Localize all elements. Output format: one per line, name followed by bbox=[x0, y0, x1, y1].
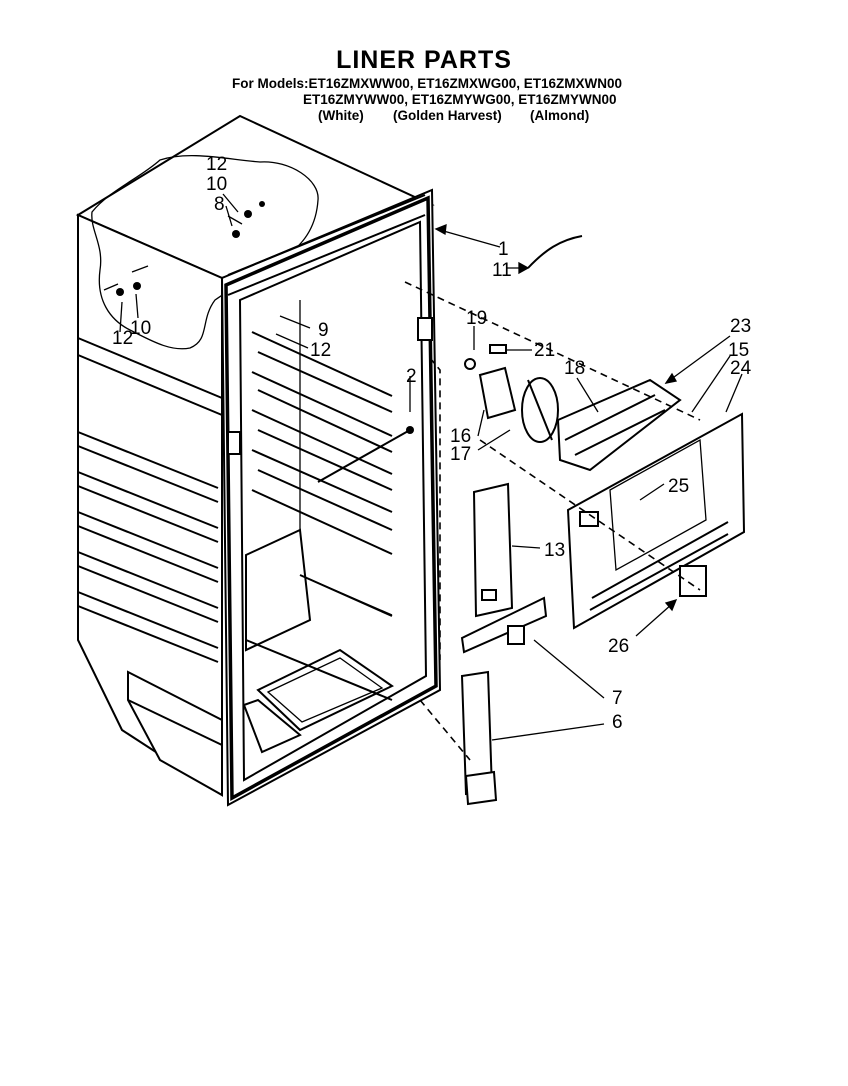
callout-23: 23 bbox=[730, 316, 751, 337]
color-white: (White) bbox=[318, 108, 364, 123]
callout-2: 2 bbox=[406, 366, 417, 387]
bracket-7-part bbox=[460, 596, 548, 654]
air-duct-part bbox=[556, 378, 682, 472]
callout-19: 19 bbox=[466, 308, 487, 329]
fan-motor-assembly bbox=[464, 344, 559, 443]
callout-15: 15 bbox=[728, 340, 749, 361]
callout-12-shelf: 12 bbox=[310, 340, 331, 361]
callout-21: 21 bbox=[534, 340, 555, 361]
callout-17: 17 bbox=[450, 444, 471, 465]
callout-6: 6 bbox=[612, 712, 623, 733]
color-golden-harvest: (Golden Harvest) bbox=[393, 108, 502, 123]
callout-18: 18 bbox=[564, 358, 585, 379]
panel-13-part bbox=[472, 482, 514, 618]
callout-12-top: 12 bbox=[206, 154, 227, 175]
evaporator-cover-part bbox=[566, 412, 746, 630]
callout-10-top: 10 bbox=[206, 174, 227, 195]
models-line-2: ET16ZMYWW00, ET16ZMYWG00, ET16ZMYWN00 bbox=[303, 92, 617, 107]
callout-25: 25 bbox=[668, 476, 689, 497]
page-title: LINER PARTS bbox=[336, 46, 512, 74]
callout-labels: 1 2 6 7 8 9 10 10 11 12 12 12 13 15 16 1… bbox=[112, 154, 752, 733]
callout-9: 9 bbox=[318, 320, 329, 341]
wire-harness-part bbox=[527, 235, 583, 269]
callout-26: 26 bbox=[608, 636, 629, 657]
callout-12-left: 12 bbox=[112, 328, 133, 349]
liner-cabinet bbox=[75, 114, 442, 807]
callout-13: 13 bbox=[544, 540, 565, 561]
callout-24: 24 bbox=[730, 358, 752, 379]
callout-10-left: 10 bbox=[130, 318, 151, 339]
callout-8: 8 bbox=[214, 194, 225, 215]
callout-1: 1 bbox=[498, 239, 509, 260]
cover-6-part bbox=[460, 670, 498, 806]
callout-16: 16 bbox=[450, 426, 471, 447]
models-line-1: For Models:ET16ZMXWW00, ET16ZMXWG00, ET1… bbox=[232, 76, 623, 91]
callout-7: 7 bbox=[612, 688, 623, 709]
color-almond: (Almond) bbox=[530, 108, 590, 123]
thermostat-capillary-part bbox=[317, 429, 411, 483]
callout-11: 11 bbox=[492, 260, 512, 281]
